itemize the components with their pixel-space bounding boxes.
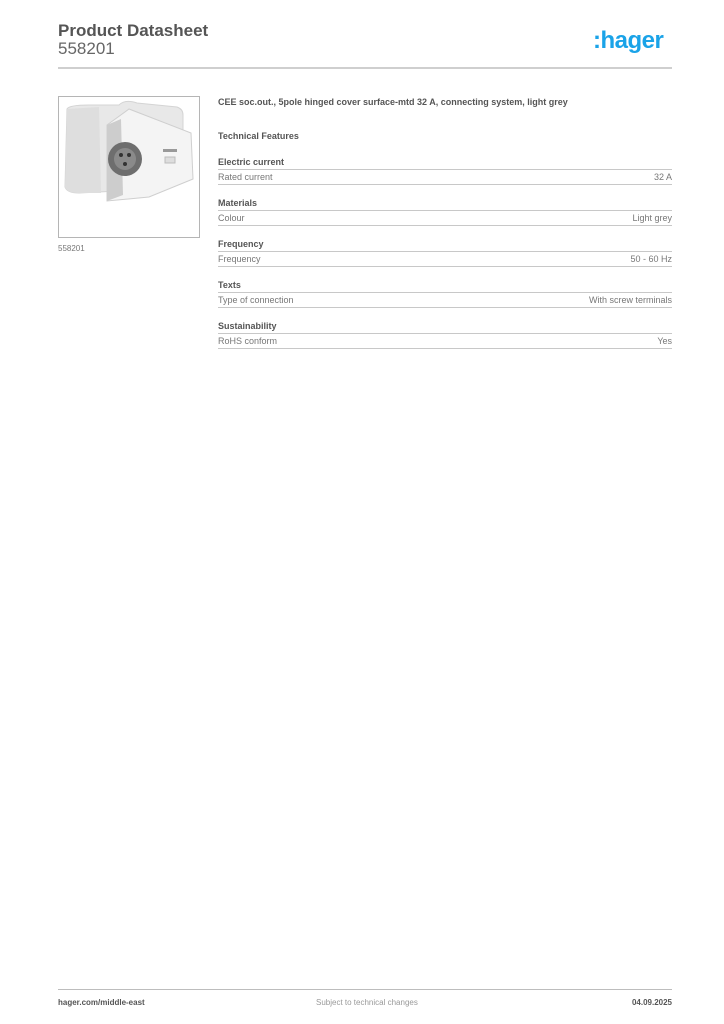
feature-value: Yes bbox=[657, 336, 672, 346]
feature-value: Light grey bbox=[632, 213, 672, 223]
footer-website-link[interactable]: hager.com/middle-east bbox=[58, 998, 145, 1007]
feature-row: Colour Light grey bbox=[218, 211, 672, 226]
product-code: 558201 bbox=[58, 39, 115, 58]
footer-notice: Subject to technical changes bbox=[316, 998, 418, 1007]
feature-row: Type of connection With screw terminals bbox=[218, 293, 672, 308]
footer-date: 04.09.2025 bbox=[631, 998, 672, 1007]
group-title: Materials bbox=[218, 197, 672, 211]
feature-value: 50 - 60 Hz bbox=[630, 254, 672, 264]
feature-label: Colour bbox=[218, 213, 245, 223]
feature-row: Frequency 50 - 60 Hz bbox=[218, 252, 672, 267]
product-details: CEE soc.out., 5pole hinged cover surface… bbox=[218, 96, 672, 361]
feature-label: Type of connection bbox=[218, 295, 294, 305]
socket-outlet-illustration bbox=[64, 100, 194, 202]
feature-label: RoHS conform bbox=[218, 336, 278, 346]
header-divider bbox=[58, 67, 672, 69]
feature-value: 32 A bbox=[653, 172, 672, 182]
feature-group-materials: Materials Colour Light grey bbox=[218, 197, 672, 226]
footer-divider bbox=[58, 989, 672, 990]
feature-group-texts: Texts Type of connection With screw term… bbox=[218, 279, 672, 308]
technical-features-heading: Technical Features bbox=[218, 131, 299, 141]
feature-group-frequency: Frequency Frequency 50 - 60 Hz bbox=[218, 238, 672, 267]
feature-value: With screw terminals bbox=[588, 295, 672, 305]
image-caption: 558201 bbox=[58, 244, 85, 253]
feature-group-sustainability: Sustainability RoHS conform Yes bbox=[218, 320, 672, 349]
feature-label: Rated current bbox=[218, 172, 273, 182]
product-description: CEE soc.out., 5pole hinged cover surface… bbox=[218, 97, 568, 107]
group-title: Sustainability bbox=[218, 320, 672, 334]
hager-logo: :hager bbox=[593, 27, 664, 54]
feature-row: Rated current 32 A bbox=[218, 170, 672, 185]
feature-label: Frequency bbox=[218, 254, 261, 264]
group-title: Texts bbox=[218, 279, 672, 293]
page-title: Product Datasheet bbox=[58, 21, 209, 40]
product-image bbox=[58, 96, 200, 238]
group-title: Electric current bbox=[218, 156, 672, 170]
feature-row: RoHS conform Yes bbox=[218, 334, 672, 349]
feature-group-electric-current: Electric current Rated current 32 A bbox=[218, 156, 672, 185]
group-title: Frequency bbox=[218, 238, 672, 252]
